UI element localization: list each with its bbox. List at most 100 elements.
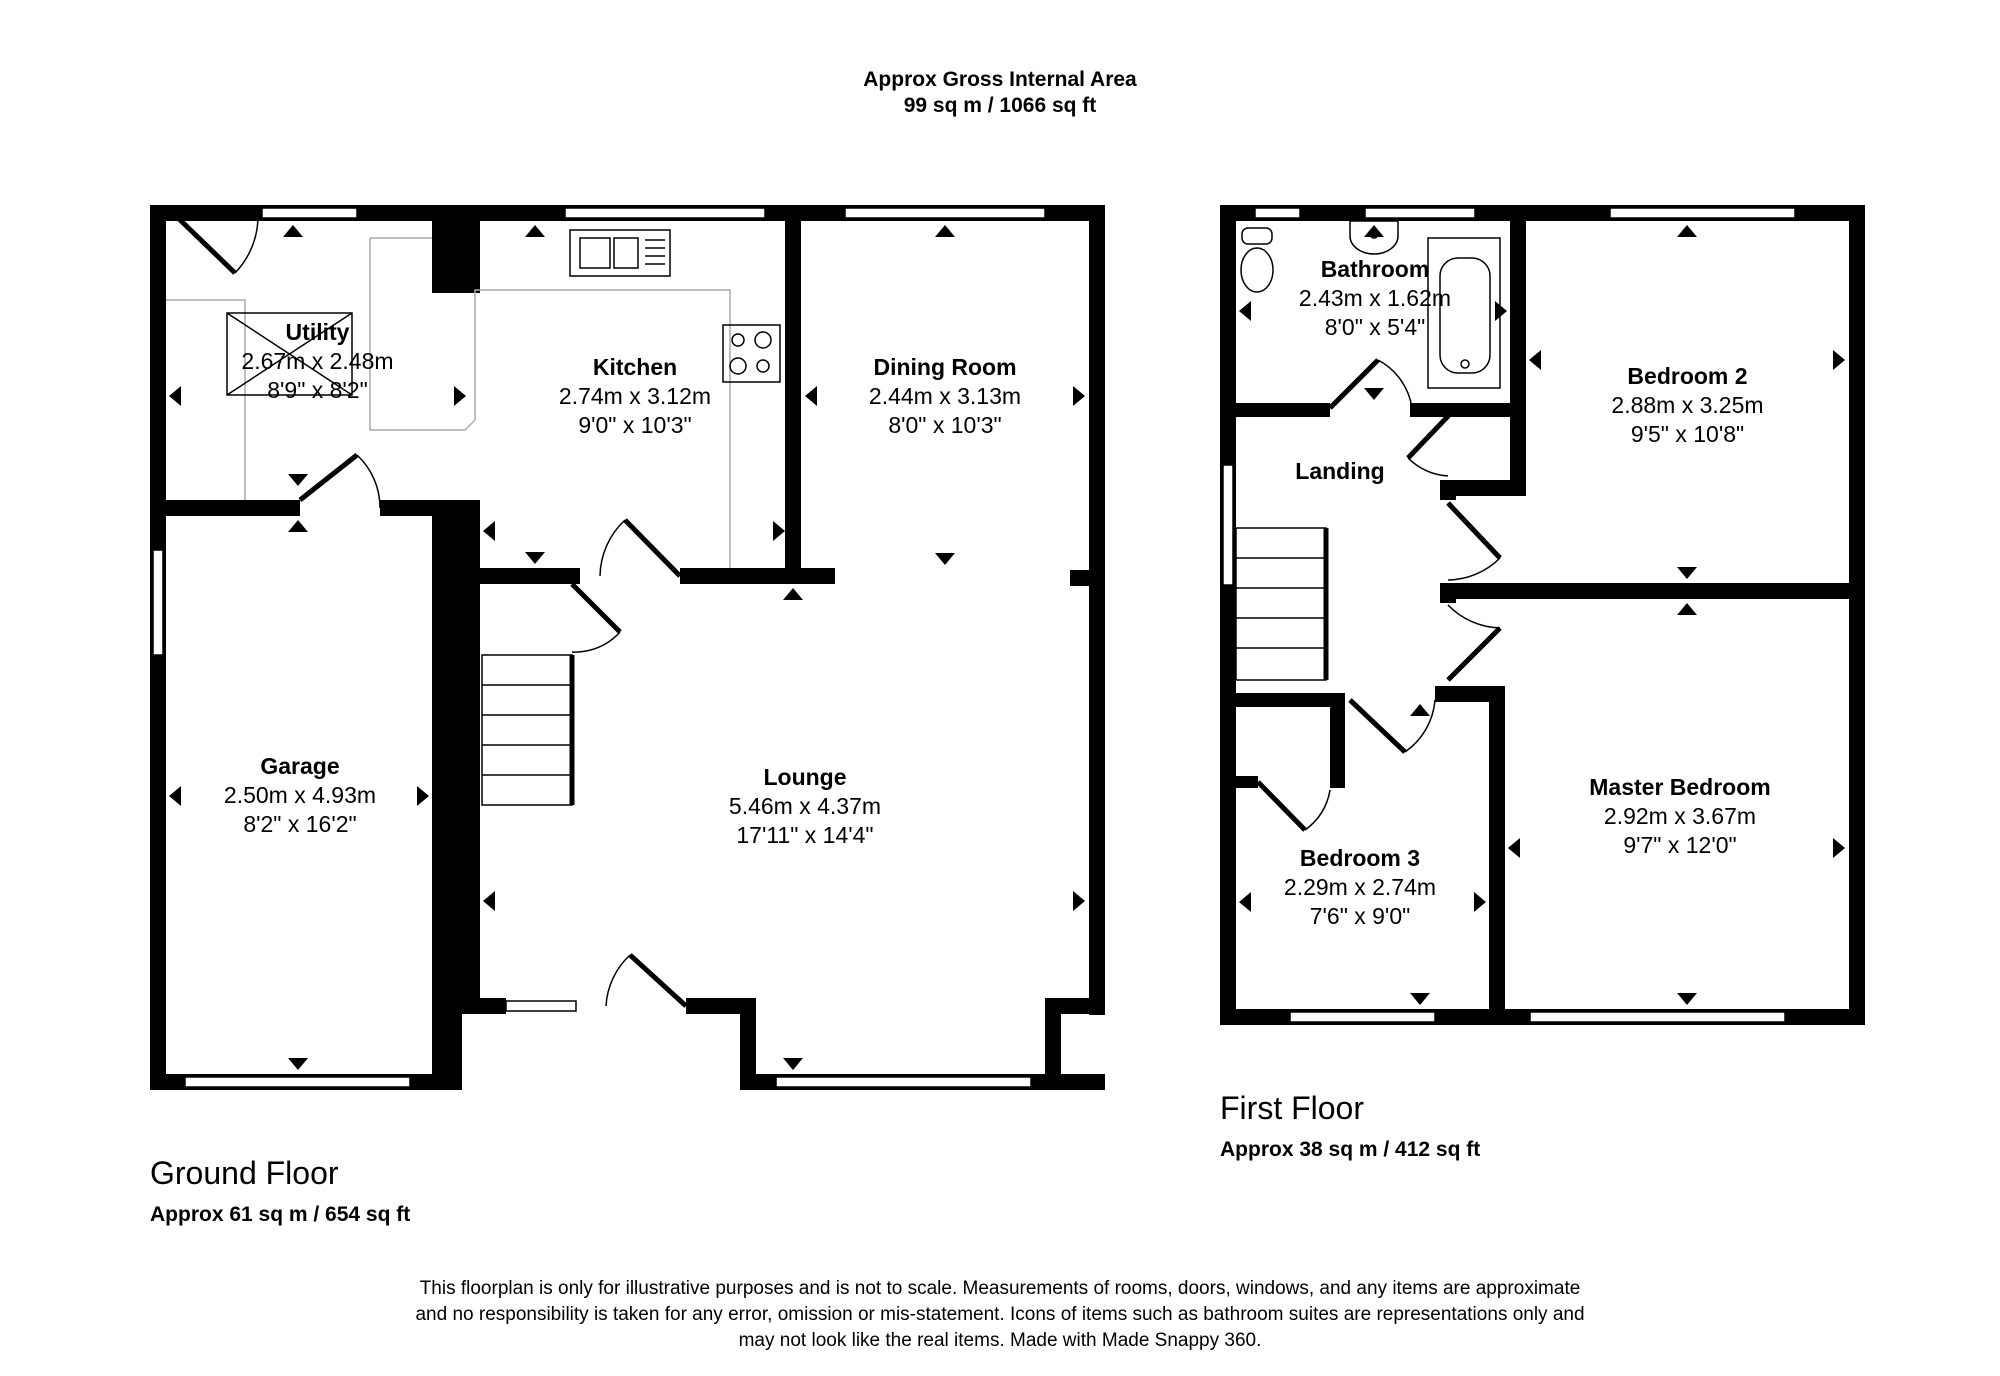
- garage-door-opening: [184, 1076, 411, 1088]
- gross-area-value: 99 sq m / 1066 sq ft: [903, 94, 1097, 117]
- room-bedroom-2: Bedroom 2 2.88m x 3.25m 9'5" x 10'8": [1570, 362, 1805, 449]
- room-metric: 2.44m x 3.13m: [868, 383, 1022, 409]
- dining-stub: [1070, 570, 1105, 586]
- room-imperial: 8'0" x 10'3": [888, 412, 1002, 438]
- bed2-corner-v: [1440, 480, 1456, 500]
- door: [570, 582, 622, 634]
- room-imperial: 9'7" x 12'0": [1623, 832, 1737, 858]
- ground-floor-plan: [150, 205, 1367, 1090]
- door: [1328, 358, 1380, 410]
- room-garage: Garage 2.50m x 4.93m 8'2" x 16'2": [190, 752, 410, 839]
- door: [623, 518, 682, 578]
- room-imperial: 8'0" x 5'4": [1324, 314, 1426, 340]
- room-metric: 2.92m x 3.67m: [1603, 803, 1757, 829]
- window: [1364, 207, 1476, 219]
- disclaimer-line: and no responsibility is taken for any e…: [415, 1304, 1585, 1325]
- room-name: Bathroom: [1320, 256, 1430, 282]
- room-name: Bedroom 2: [1627, 363, 1748, 389]
- hob-icon: [722, 324, 781, 383]
- bed3-master-wall: [1489, 686, 1505, 1025]
- room-master-bedroom: Master Bedroom 2.92m x 3.67m 9'7" x 12'0…: [1555, 773, 1805, 860]
- toilet-icon: [1241, 227, 1273, 245]
- basin-icon: [1349, 220, 1399, 255]
- bathroom-bottom-wall-b: [1410, 403, 1510, 417]
- bath-bed2-wall: [1510, 205, 1526, 495]
- door: [1348, 698, 1407, 754]
- landing-bed3-wall: [1220, 693, 1345, 707]
- room-metric: 2.67m x 2.48m: [241, 348, 394, 374]
- window: [1529, 1011, 1786, 1023]
- room-kitchen: Kitchen 2.74m x 3.12m 9'0" x 10'3": [520, 353, 750, 440]
- room-name: Kitchen: [592, 354, 678, 380]
- stairs-icon: [1235, 527, 1327, 681]
- door: [628, 953, 688, 1008]
- sink-icon: [569, 229, 671, 277]
- lounge-bottom-wall-b: [686, 998, 756, 1014]
- lounge-bottom-wall-a: [446, 998, 506, 1014]
- first-floor-plan: [1220, 205, 1865, 1025]
- kitchen-dining-wall: [785, 205, 801, 580]
- bed3-cupboard-wall: [1330, 693, 1345, 788]
- room-name: Dining Room: [873, 354, 1017, 380]
- window: [505, 1000, 577, 1012]
- room-imperial: 17'11" x 14'4": [736, 822, 874, 848]
- first-floor-area: Approx 38 sq m / 412 sq ft: [1220, 1138, 1481, 1161]
- disclaimer: This floorplan is only for illustrative …: [300, 1276, 1700, 1354]
- bed2-master-wall: [1440, 583, 1865, 599]
- utility-appliance: [226, 312, 353, 396]
- bed3-cupboard-stub: [1236, 776, 1258, 788]
- room-metric: 2.29m x 2.74m: [1283, 874, 1437, 900]
- kitchen-worktop: [369, 238, 731, 568]
- room-name: Master Bedroom: [1589, 774, 1771, 800]
- door: [298, 453, 359, 502]
- bay-right-wall: [1045, 1005, 1061, 1090]
- room-name: Lounge: [763, 764, 847, 790]
- bed2-master-stub: [1440, 583, 1456, 603]
- landing-master-wall: [1435, 686, 1505, 702]
- utility-worktop: [166, 299, 246, 500]
- gross-area-title: Approx Gross Internal Area: [863, 68, 1137, 91]
- room-bedroom-3: Bedroom 3 2.29m x 2.74m 7'6" x 9'0": [1250, 844, 1470, 931]
- room-name: Utility: [285, 319, 350, 345]
- window: [1222, 464, 1234, 586]
- disclaimer-line: may not look like the real items. Made w…: [738, 1330, 1262, 1351]
- bay-left-wall: [740, 998, 756, 1090]
- dimension-arrows: [169, 225, 1845, 1070]
- door: [1406, 410, 1454, 460]
- first-right-wall: [1849, 205, 1865, 1025]
- window: [152, 549, 164, 656]
- utility-garage-wall-2: [380, 500, 480, 516]
- room-bathroom: Bathroom 2.43m x 1.62m 8'0" x 5'4": [1265, 255, 1485, 342]
- room-imperial: 9'0" x 10'3": [578, 412, 692, 438]
- bathroom-bottom-wall: [1220, 403, 1330, 417]
- ground-floor-title: Ground Floor: [150, 1155, 339, 1191]
- room-imperial: 8'9" x 8'2": [267, 377, 368, 403]
- door: [1256, 780, 1307, 832]
- first-left-wall: [1220, 205, 1236, 1025]
- room-metric: 2.88m x 3.25m: [1611, 392, 1764, 418]
- utility-garage-wall: [150, 500, 300, 516]
- room-name: Landing: [1295, 458, 1385, 484]
- door: [173, 213, 237, 275]
- disclaimer-line: This floorplan is only for illustrative …: [419, 1278, 1581, 1299]
- window: [1254, 207, 1301, 219]
- room-landing: Landing: [1265, 457, 1415, 486]
- window: [775, 1076, 1032, 1088]
- room-imperial: 7'6" x 9'0": [1309, 903, 1411, 929]
- room-metric: 2.43m x 1.62m: [1298, 285, 1452, 311]
- ground-right-wall: [1089, 205, 1105, 1015]
- window: [1609, 207, 1796, 219]
- kitchen-bottom-wall-a: [480, 568, 580, 584]
- bed2-corner: [1440, 480, 1526, 496]
- room-dining: Dining Room 2.44m x 3.13m 8'0" x 10'3": [820, 353, 1070, 440]
- room-metric: 5.46m x 4.37m: [728, 793, 882, 819]
- ground-floor-area: Approx 61 sq m / 654 sq ft: [150, 1203, 411, 1226]
- window: [261, 207, 358, 219]
- door: [1446, 626, 1502, 682]
- room-name: Garage: [260, 753, 340, 779]
- room-utility: Utility 2.67m x 2.48m 8'9" x 8'2": [210, 318, 425, 405]
- door: [1446, 501, 1502, 560]
- chimney-block: [432, 205, 480, 293]
- stairs-icon: [481, 654, 573, 806]
- room-lounge: Lounge 5.46m x 4.37m 17'11" x 14'4": [690, 763, 920, 850]
